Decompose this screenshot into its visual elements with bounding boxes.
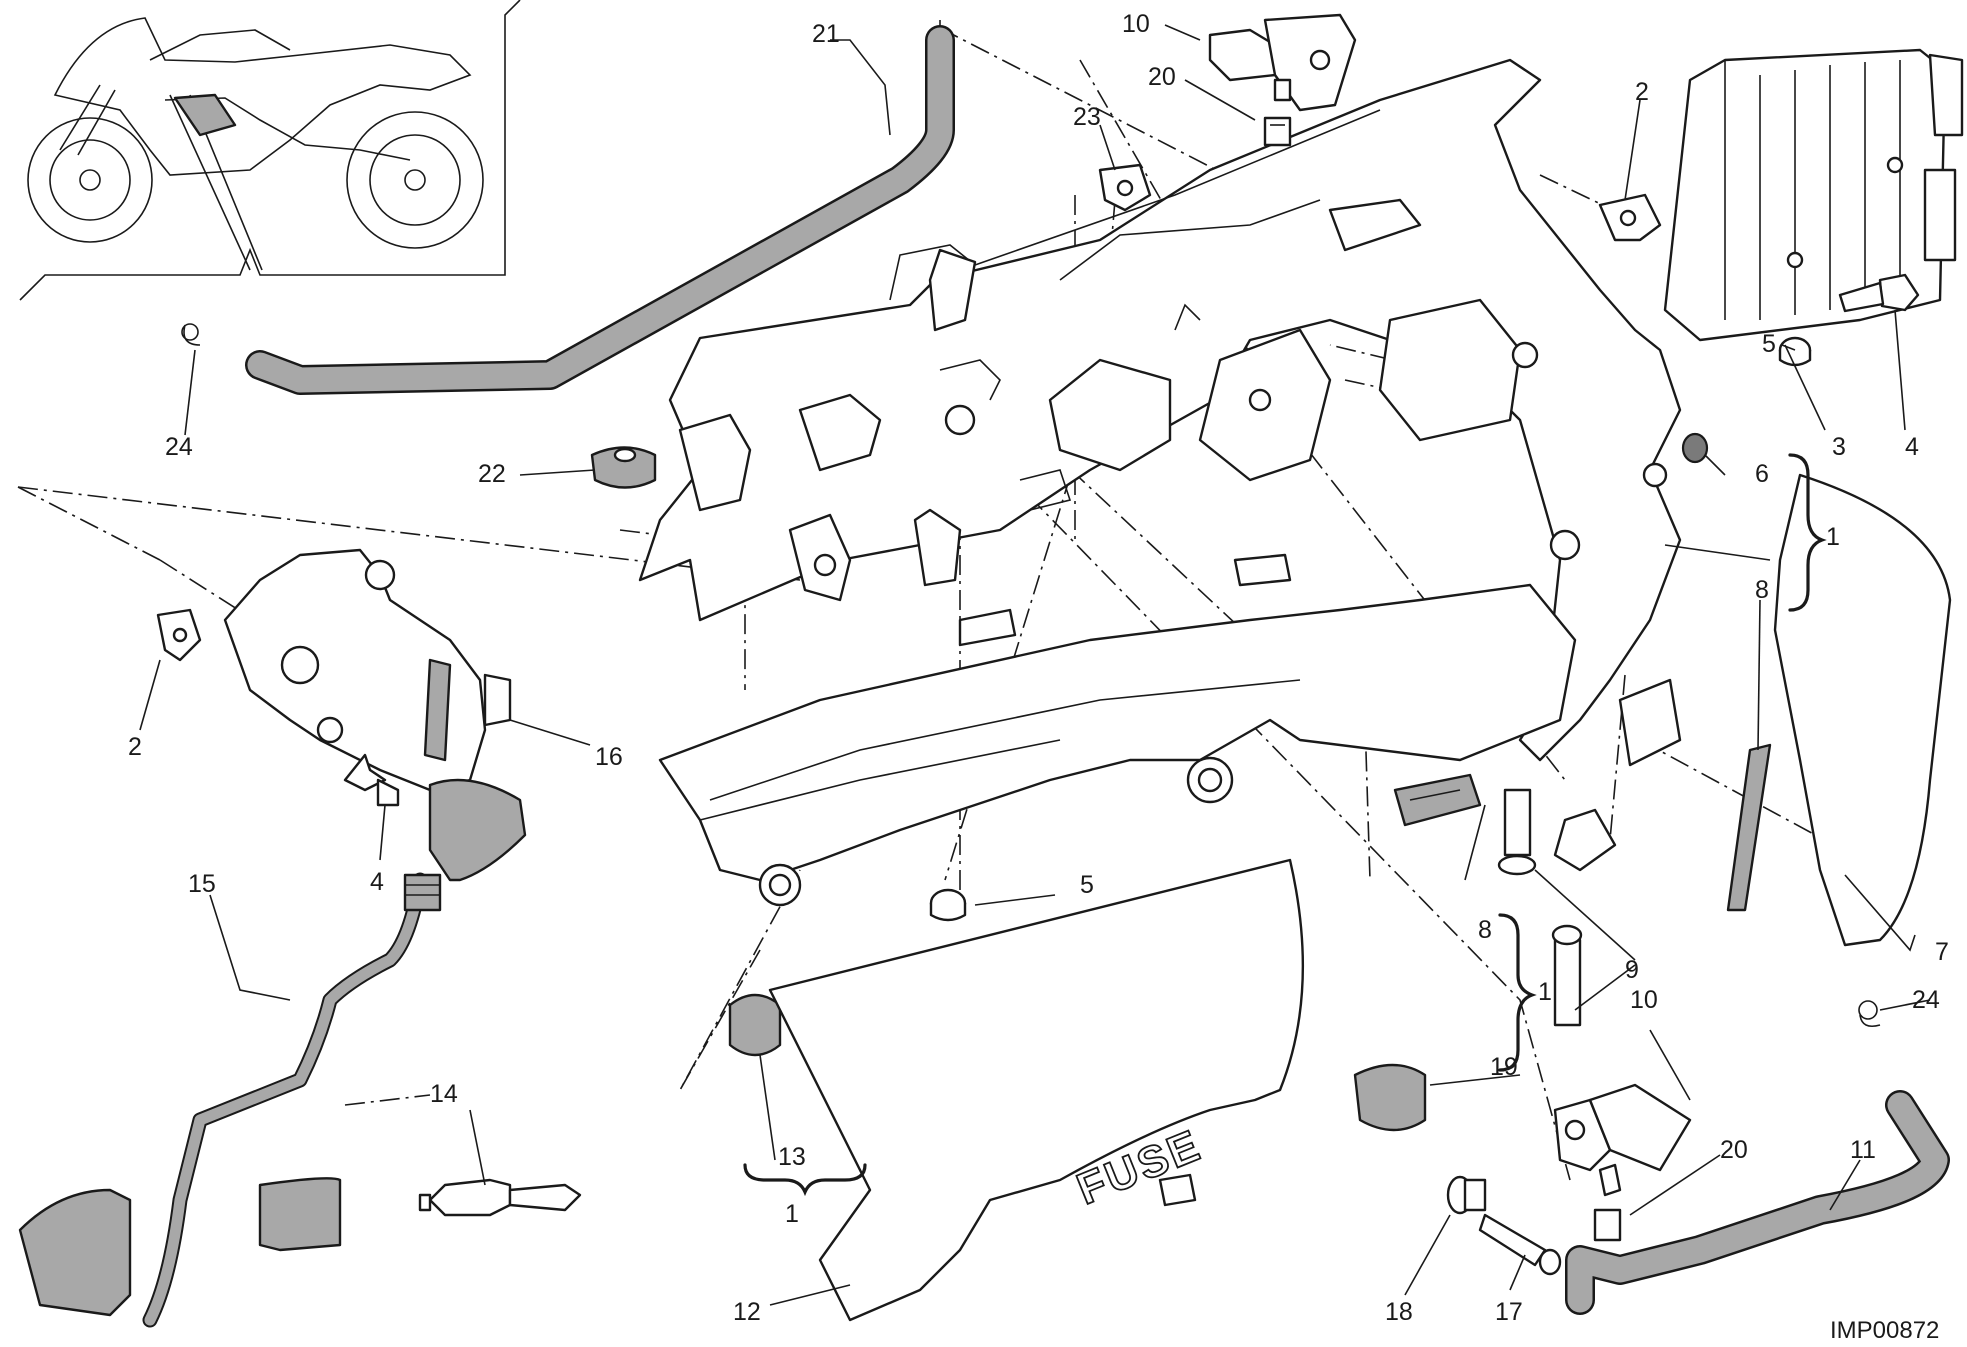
washer-18 <box>1446 1175 1487 1215</box>
callout-9: 9 <box>1625 956 1639 984</box>
grommet-19 <box>1353 1063 1427 1132</box>
callout-20: 20 <box>1148 63 1176 91</box>
callout-labels: 21 10 20 23 2 24 22 5 3 4 6 1 8 2 16 4 1… <box>128 10 1949 1326</box>
callout-23: 23 <box>1073 103 1101 131</box>
hose-21 <box>245 25 955 395</box>
callout-13: 13 <box>778 1143 806 1171</box>
screw-9 <box>1497 788 1583 1027</box>
spark-plug-14 <box>418 1178 582 1217</box>
callout-4: 4 <box>1905 433 1919 461</box>
callout-4: 4 <box>370 868 384 896</box>
callout-7: 7 <box>1935 938 1949 966</box>
screw-4-right <box>1838 273 1920 313</box>
screw-4-left <box>343 753 400 807</box>
callout-24: 24 <box>1912 986 1940 1014</box>
diagram-reference-code: IMP00872 <box>1830 1317 1939 1344</box>
callout-18: 18 <box>1385 1298 1413 1326</box>
callout-8: 8 <box>1755 576 1769 604</box>
callout-6: 6 <box>1755 460 1769 488</box>
callout-12: 12 <box>733 1298 761 1326</box>
screw-17 <box>1478 1213 1562 1276</box>
callout-20: 20 <box>1720 1136 1748 1164</box>
callout-17: 17 <box>1495 1298 1523 1326</box>
fuse-cover-12: FUSE <box>768 858 1305 1322</box>
callout-11: 11 <box>1850 1136 1876 1164</box>
leader-lines <box>139 24 1931 1306</box>
ignition-coil-16 <box>223 548 512 792</box>
control-unit-3 <box>1663 48 1964 342</box>
hose-11 <box>1565 1090 1950 1315</box>
sensor-10-top <box>1208 13 1357 112</box>
speed-nut-2-left <box>156 608 202 662</box>
motorcycle-inset <box>19 0 521 301</box>
headlight-support-frame <box>638 58 1682 907</box>
grommet-6 <box>1681 432 1709 464</box>
callout-21: 21 <box>812 20 840 48</box>
speed-nut-23 <box>1098 163 1152 212</box>
hose-clip-24-right <box>1858 1000 1881 1028</box>
clamp-20-top <box>1263 116 1292 147</box>
hose-clip-24-left <box>181 323 201 346</box>
speed-nut-2-top <box>1598 193 1662 242</box>
sensor-10-bottom <box>1553 1083 1692 1197</box>
rubber-pad-8-center <box>1393 773 1482 827</box>
callout-5: 5 <box>1762 330 1776 358</box>
callout-22: 22 <box>478 460 506 488</box>
ht-cable-15 <box>18 778 527 1328</box>
callout-1: 1 <box>785 1200 799 1228</box>
callout-15: 15 <box>188 870 216 898</box>
callout-10: 10 <box>1630 986 1658 1014</box>
callout-2: 2 <box>128 733 142 761</box>
callout-10: 10 <box>1122 10 1150 38</box>
callout-1: 1 <box>1826 523 1840 551</box>
callout-8: 8 <box>1478 916 1492 944</box>
callout-14: 14 <box>430 1080 458 1108</box>
callout-1: 1 <box>1538 978 1552 1006</box>
callout-2: 2 <box>1635 78 1649 106</box>
group-braces <box>743 453 1827 1197</box>
side-panel-7 <box>1773 473 1952 947</box>
nut-5-center <box>929 888 967 922</box>
callout-5: 5 <box>1080 871 1094 899</box>
callout-19: 19 <box>1490 1053 1518 1081</box>
grommet-22 <box>590 446 657 489</box>
clamp-20-bottom <box>1593 1208 1622 1242</box>
callout-3: 3 <box>1832 433 1846 461</box>
callout-16: 16 <box>595 743 623 771</box>
nut-5-right <box>1778 336 1812 367</box>
callout-24: 24 <box>165 433 193 461</box>
rubber-strip-8-right <box>1726 743 1772 912</box>
